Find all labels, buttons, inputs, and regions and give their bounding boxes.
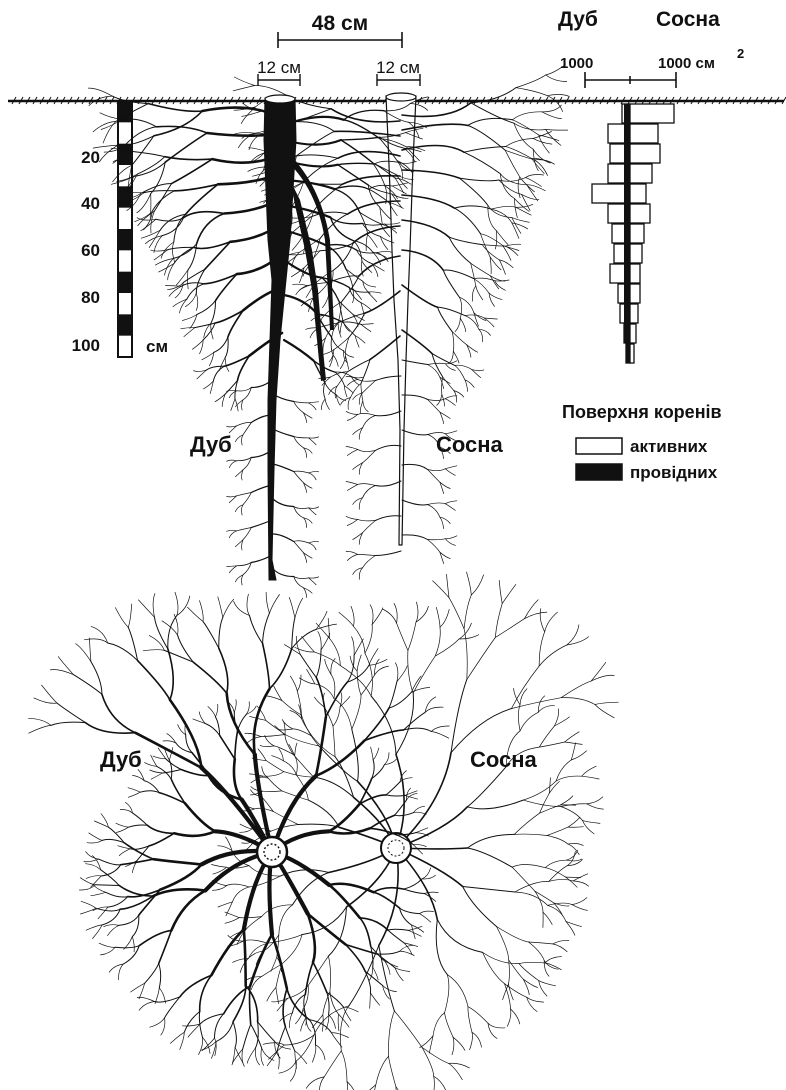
depth-unit: см xyxy=(146,337,168,356)
depth-scale: 20 40 60 80 100 см xyxy=(72,101,168,357)
trunk-width-right: 12 см xyxy=(376,58,420,86)
legend-title: Поверхня коренів xyxy=(562,402,722,422)
distance-dimension: 48 см xyxy=(278,12,402,48)
distance-label: 48 см xyxy=(312,12,368,35)
histogram-oak-header: Дуб xyxy=(558,8,598,31)
right-trunk-label: 12 см xyxy=(376,58,420,77)
histogram-left-value: 1000 xyxy=(560,55,593,72)
oak-label-bottom: Дуб xyxy=(100,747,142,772)
oak-root-plan xyxy=(29,592,450,1069)
legend-conducting-label: провідних xyxy=(630,463,718,482)
depth-tick-100: 100 xyxy=(72,336,100,355)
left-trunk-label: 12 см xyxy=(257,58,301,77)
legend-active-label: активних xyxy=(630,437,708,456)
depth-tick-60: 60 xyxy=(81,241,100,260)
legend-conducting-swatch xyxy=(576,464,622,480)
trunk-width-left: 12 см xyxy=(257,58,301,86)
root-surface-histogram: Дуб Сосна 1000 1000 см 2 xyxy=(558,8,744,363)
oak-label-top: Дуб xyxy=(190,432,232,457)
depth-tick-20: 20 xyxy=(81,148,100,167)
pine-label-bottom: Сосна xyxy=(470,747,538,772)
pine-label-top: Сосна xyxy=(436,432,504,457)
histogram-right-value: 1000 см xyxy=(658,55,715,72)
legend: Поверхня коренів активних провідних xyxy=(562,402,722,482)
pine-root-plan xyxy=(212,572,619,1090)
legend-active-swatch xyxy=(576,438,622,454)
histogram-right-superscript: 2 xyxy=(737,46,744,61)
depth-tick-40: 40 xyxy=(81,194,100,213)
oak-root-profile xyxy=(88,88,428,597)
depth-tick-80: 80 xyxy=(81,288,100,307)
histogram-pine-header: Сосна xyxy=(656,8,720,31)
